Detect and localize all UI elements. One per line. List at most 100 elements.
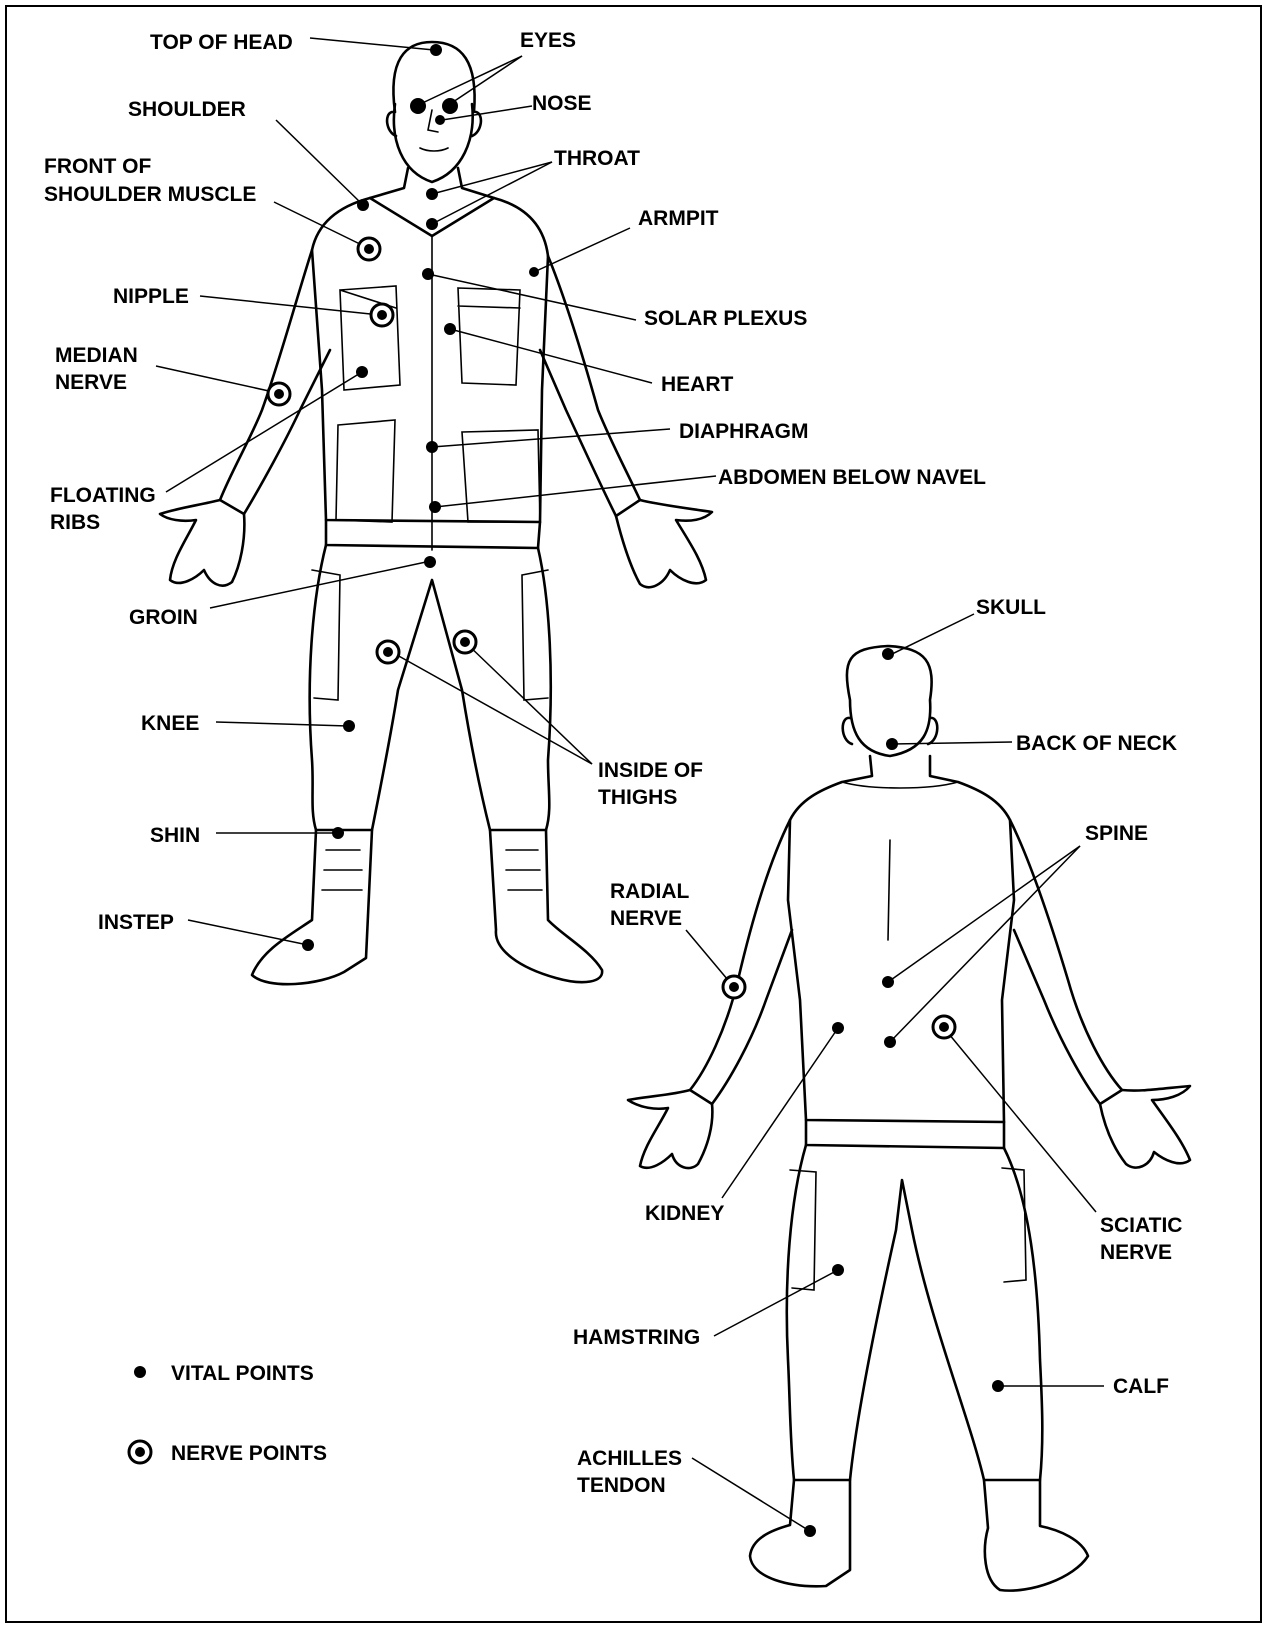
vital-point-heart: [444, 323, 456, 335]
label-nose: NOSE: [532, 92, 592, 115]
back-labels: SKULL BACK OF NECK SPINE RADIAL NERVE KI…: [573, 596, 1182, 1497]
vital-point-armpit: [529, 267, 539, 277]
vital-point-nose: [435, 115, 445, 125]
front-nose-mouth: [420, 110, 448, 151]
vital-point-top-of-head: [430, 44, 442, 56]
label-achilles-2: TENDON: [577, 1474, 666, 1497]
vital-point-achilles: [804, 1525, 816, 1537]
label-front-of-shoulder-2: SHOULDER MUSCLE: [44, 183, 256, 206]
vital-point-throat-lower: [426, 218, 438, 230]
back-trousers: [787, 1145, 1043, 1480]
label-hamstring: HAMSTRING: [573, 1326, 700, 1349]
label-radial-1: RADIAL: [610, 880, 689, 903]
label-eyes: EYES: [520, 29, 576, 52]
vital-point-abdomen: [429, 501, 441, 513]
vital-point-hamstring: [832, 1264, 844, 1276]
front-left-boot: [252, 830, 372, 984]
back-right-hand: [1100, 1086, 1190, 1168]
vital-point-eye-right: [442, 98, 458, 114]
label-throat: THROAT: [554, 147, 640, 170]
back-figure: [628, 646, 1190, 1591]
label-spine: SPINE: [1085, 822, 1148, 845]
vital-point-calf: [992, 1380, 1004, 1392]
vital-point-throat-upper: [426, 188, 438, 200]
vital-point-spine-lower: [884, 1036, 896, 1048]
vital-point-kidney: [832, 1022, 844, 1034]
front-labels: TOP OF HEAD EYES NOSE SHOULDER THROAT FR…: [44, 29, 986, 934]
front-pocket-ll: [336, 420, 395, 522]
label-front-of-shoulder-1: FRONT OF: [44, 155, 151, 178]
vital-point-skull: [882, 648, 894, 660]
label-calf: CALF: [1113, 1375, 1169, 1398]
legend-vital-icon: [134, 1366, 146, 1378]
label-inside-thighs-1: INSIDE OF: [598, 759, 703, 782]
back-left-boot: [750, 1480, 850, 1586]
label-radial-2: NERVE: [610, 907, 682, 930]
back-right-arm: [1010, 820, 1122, 1104]
nerve-point-median: [268, 383, 290, 405]
back-jacket: [788, 756, 1014, 1122]
legend-nerve-icon: [129, 1441, 151, 1463]
label-median-2: NERVE: [55, 371, 127, 394]
label-shoulder: SHOULDER: [128, 98, 246, 121]
front-left-hand: [160, 500, 244, 586]
label-achilles-1: ACHILLES: [577, 1447, 682, 1470]
front-belt: [326, 520, 540, 548]
front-right-hand: [616, 500, 712, 587]
back-left-arm: [690, 820, 792, 1104]
back-cargo-pockets: [790, 1168, 1026, 1290]
nerve-point-front-shoulder: [358, 238, 380, 260]
vital-point-floating-ribs: [356, 366, 368, 378]
label-top-of-head: TOP OF HEAD: [150, 31, 293, 54]
legend: VITAL POINTS NERVE POINTS: [129, 1362, 327, 1465]
vital-point-instep: [302, 939, 314, 951]
label-sciatic-2: NERVE: [1100, 1241, 1172, 1264]
label-kidney: KIDNEY: [645, 1202, 724, 1225]
label-floating-1: FLOATING: [50, 484, 156, 507]
label-knee: KNEE: [141, 712, 199, 735]
vital-point-solar-plexus: [422, 268, 434, 280]
label-instep: INSTEP: [98, 911, 174, 934]
front-right-boot: [490, 830, 602, 982]
legend-vital-label: VITAL POINTS: [171, 1362, 314, 1385]
nerve-point-thigh-right: [454, 631, 476, 653]
label-heart: HEART: [661, 373, 734, 396]
nerve-point-sciatic: [933, 1016, 955, 1038]
label-sciatic-1: SCIATIC: [1100, 1214, 1182, 1237]
nerve-point-nipple: [371, 304, 393, 326]
front-trousers: [310, 545, 551, 830]
back-right-boot: [984, 1480, 1088, 1591]
label-skull: SKULL: [976, 596, 1046, 619]
front-right-arm: [540, 256, 640, 516]
nerve-point-radial: [723, 976, 745, 998]
label-nipple: NIPPLE: [113, 285, 189, 308]
label-shin: SHIN: [150, 824, 200, 847]
front-pocket-ul: [340, 286, 400, 390]
label-floating-2: RIBS: [50, 511, 100, 534]
back-belt: [806, 1120, 1004, 1148]
label-solar-plexus: SOLAR PLEXUS: [644, 307, 807, 330]
front-pocket-ur: [458, 288, 520, 385]
label-back-of-neck: BACK OF NECK: [1016, 732, 1177, 755]
vital-point-back-of-neck: [886, 738, 898, 750]
back-jacket-seams: [842, 782, 958, 940]
label-inside-thighs-2: THIGHS: [598, 786, 677, 809]
front-left-arm: [220, 250, 330, 514]
label-armpit: ARMPIT: [638, 207, 719, 230]
vital-point-groin: [424, 556, 436, 568]
front-face: [394, 104, 473, 182]
vital-point-spine-upper: [882, 976, 894, 988]
vital-point-shin: [332, 827, 344, 839]
label-abdomen: ABDOMEN BELOW NAVEL: [718, 466, 986, 489]
vital-point-shoulder: [357, 199, 369, 211]
vital-point-eye-left: [410, 98, 426, 114]
back-left-hand: [628, 1090, 712, 1168]
front-boot-laces: [322, 850, 542, 890]
label-groin: GROIN: [129, 606, 198, 629]
vital-point-diaphragm: [426, 441, 438, 453]
label-diaphragm: DIAPHRAGM: [679, 420, 809, 443]
vital-point-knee: [343, 720, 355, 732]
nerve-point-thigh-left: [377, 641, 399, 663]
front-jacket: [312, 198, 548, 522]
